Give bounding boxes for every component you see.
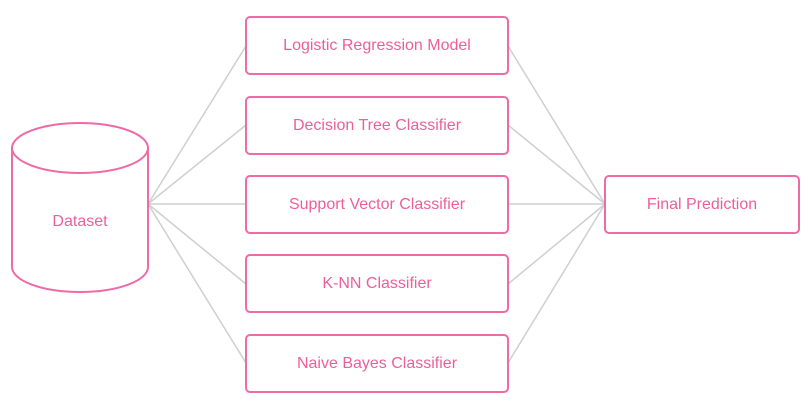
database-top-rim	[11, 147, 149, 174]
dataset-label: Dataset	[52, 213, 108, 230]
model-box	[245, 334, 509, 393]
output-label: Final Prediction	[647, 196, 757, 213]
model-label: Logistic Regression Model	[283, 37, 471, 54]
edge-dataset-model-4	[147, 203, 247, 285]
edge-model-5-output	[507, 203, 606, 364]
edge-model-1-output	[507, 45, 606, 205]
edge-dataset-model-2	[147, 124, 247, 205]
model-box	[245, 16, 509, 75]
edge-model-4-output	[507, 203, 606, 285]
edge-model-2-output	[507, 124, 606, 205]
model-node-1: Logistic Regression Model	[245, 16, 509, 75]
model-node-4: K-NN Classifier	[245, 254, 509, 313]
model-box	[245, 96, 509, 155]
model-label: Decision Tree Classifier	[293, 117, 462, 134]
model-box	[245, 254, 509, 313]
output-box	[604, 175, 800, 234]
model-label: Support Vector Classifier	[289, 196, 466, 213]
output-connectors	[507, 45, 606, 364]
model-label: Naive Bayes Classifier	[297, 355, 458, 372]
model-box	[245, 175, 509, 234]
model-node-5: Naive Bayes Classifier	[245, 334, 509, 393]
edge-dataset-model-5	[147, 203, 247, 364]
input-connectors	[147, 45, 247, 364]
edge-dataset-model-1	[147, 45, 247, 205]
model-node-3: Support Vector Classifier	[245, 175, 509, 234]
dataset-node: Dataset	[11, 122, 149, 293]
model-node-2: Decision Tree Classifier	[245, 96, 509, 155]
output-node: Final Prediction	[604, 175, 800, 234]
database-icon	[11, 122, 149, 293]
model-label: K-NN Classifier	[322, 275, 432, 292]
